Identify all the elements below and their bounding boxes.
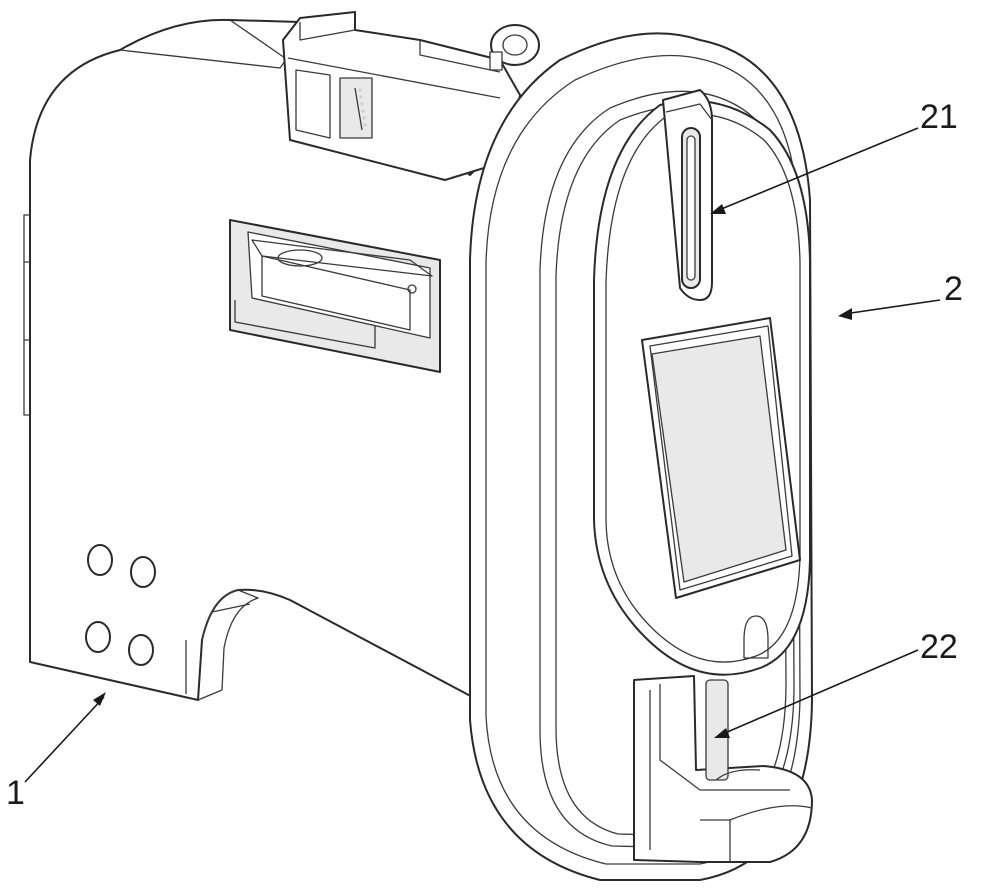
arrowhead-1 (93, 692, 106, 706)
bottom-slot (633, 675, 813, 863)
leader-line-2 (843, 299, 941, 315)
card-slot (662, 89, 713, 301)
arrowhead-2 (838, 308, 852, 320)
main-housing (23, 11, 561, 701)
front-bezel (469, 32, 813, 881)
leader-line-21 (713, 127, 919, 213)
top-connector-block (282, 11, 521, 181)
callouts: 1 2 21 22 (6, 98, 963, 812)
callout-label-21: 21 (920, 98, 958, 136)
arrowhead-22 (714, 728, 730, 738)
callout-label-22: 22 (920, 628, 958, 666)
arrowhead-21 (710, 204, 726, 214)
callout-label-2: 2 (944, 270, 963, 308)
display-window (641, 317, 801, 599)
mounting-holes (85, 544, 156, 666)
leader-line-1 (24, 696, 105, 783)
leader-line-22 (717, 649, 919, 737)
side-window (229, 219, 441, 373)
bottom-arch (185, 589, 259, 701)
callout-label-1: 1 (6, 774, 25, 812)
